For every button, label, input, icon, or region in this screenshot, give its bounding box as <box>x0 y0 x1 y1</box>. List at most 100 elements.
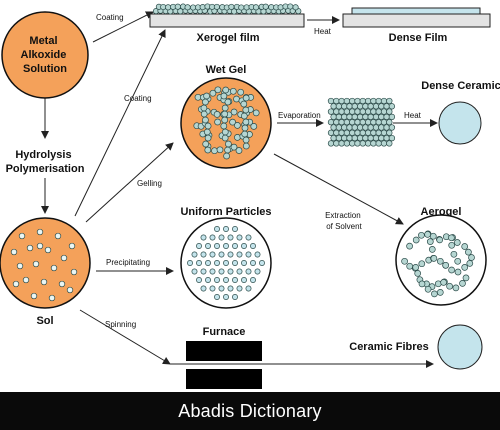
aerogel-bead <box>414 270 422 277</box>
film-bead <box>292 4 299 11</box>
uniform-particle <box>245 268 252 275</box>
block-bead <box>364 140 372 147</box>
gel-bead <box>242 136 250 144</box>
block-bead <box>378 124 385 131</box>
gel-bead <box>221 128 229 136</box>
uniform-particle <box>191 268 198 275</box>
block-bead <box>333 108 340 115</box>
uniform-particle <box>209 251 216 258</box>
block-bead <box>378 134 385 142</box>
block-bead <box>330 124 337 131</box>
uniform-particle <box>218 285 225 292</box>
aerogel-bead <box>418 260 426 268</box>
gel-bead <box>202 98 209 106</box>
uniform-particle <box>214 277 220 283</box>
aerogel-network <box>401 230 475 298</box>
uniform-particle <box>196 277 202 283</box>
gel-bead <box>240 100 248 108</box>
block-bead <box>380 129 388 136</box>
uniform-particle <box>227 251 234 258</box>
block-bead <box>354 97 361 105</box>
gel-bead <box>221 104 229 112</box>
gel-bead <box>202 116 209 124</box>
arrow-coating-top <box>92 11 154 43</box>
block-bead <box>338 140 345 147</box>
block-bead <box>378 113 385 121</box>
uniform-particle <box>187 260 193 266</box>
furnace-top-block <box>186 341 262 361</box>
sol-particle <box>18 232 26 240</box>
sol-particle <box>16 262 24 270</box>
uniform-particle <box>254 268 261 275</box>
gel-bead <box>204 146 212 154</box>
film-bead <box>174 3 181 10</box>
metal-alkoxide-label: Metal Alkoxide Solution <box>21 35 70 75</box>
uniform-particle <box>196 260 202 266</box>
dried-gel-block <box>327 97 396 147</box>
block-bead <box>383 124 390 131</box>
block-bead <box>330 134 337 142</box>
gel-bead <box>213 111 221 118</box>
aerogel-bead <box>461 264 469 271</box>
uniform-particle <box>236 268 243 275</box>
aerogel-bead <box>418 231 425 239</box>
gel-bead <box>234 122 241 129</box>
gel-bead <box>241 124 249 132</box>
uniform-particle <box>236 234 243 241</box>
edge-extraction: Extraction of Solvent <box>325 211 363 231</box>
aerogel-bead <box>424 285 432 293</box>
block-bead <box>362 113 369 121</box>
block-bead <box>341 134 348 142</box>
block-bead <box>364 119 372 126</box>
edge-evaporation: Evaporation <box>278 111 321 120</box>
gel-bead <box>229 87 237 95</box>
block-bead <box>375 108 382 115</box>
aerogel-bead <box>440 279 447 286</box>
block-bead <box>351 103 358 110</box>
gel-bead <box>216 146 224 154</box>
block-bead <box>388 134 396 142</box>
block-bead <box>383 134 390 142</box>
uniform-particle <box>227 285 234 292</box>
block-bead <box>375 140 382 147</box>
gel-bead <box>221 110 229 118</box>
block-bead <box>333 97 340 105</box>
block-bead <box>356 103 364 110</box>
uniform-particle <box>245 251 252 258</box>
sol-particle <box>54 232 62 240</box>
block-bead <box>343 129 351 136</box>
uniform-particle <box>200 234 207 241</box>
aerogel-bead <box>450 250 458 258</box>
gel-bead <box>230 143 238 151</box>
block-bead <box>349 97 356 105</box>
uniform-particle <box>214 226 220 232</box>
arrow-extraction <box>273 153 404 225</box>
gel-bead <box>242 118 250 126</box>
sol-particle <box>68 242 76 250</box>
block-bead <box>380 97 388 105</box>
block-bead <box>362 103 369 110</box>
block-bead <box>335 113 343 121</box>
aerogel-bead <box>452 284 460 292</box>
dense-ceramic-label: Dense Ceramic <box>421 80 500 92</box>
film-bead <box>238 4 245 11</box>
sol-particle <box>10 248 18 256</box>
uniform-particle <box>218 268 225 275</box>
edge-spinning: Spinning <box>105 320 136 329</box>
aerogel-bead <box>446 282 453 290</box>
film-bead <box>184 4 191 11</box>
aerogel-bead <box>428 246 436 253</box>
edge-heat-film: Heat <box>314 27 332 36</box>
uniform-particle <box>200 251 207 258</box>
block-bead <box>367 113 374 121</box>
uniform-particle <box>227 268 234 275</box>
aerogel-bead <box>429 232 437 240</box>
block-bead <box>351 124 358 131</box>
gel-bead <box>223 152 230 160</box>
uniform-particle <box>236 251 243 258</box>
uniform-particle <box>205 243 211 249</box>
arrow-sol-xerogel <box>74 29 166 217</box>
film-bead <box>243 4 250 11</box>
block-bead <box>356 124 364 131</box>
xerogel-film-beads <box>152 3 302 15</box>
